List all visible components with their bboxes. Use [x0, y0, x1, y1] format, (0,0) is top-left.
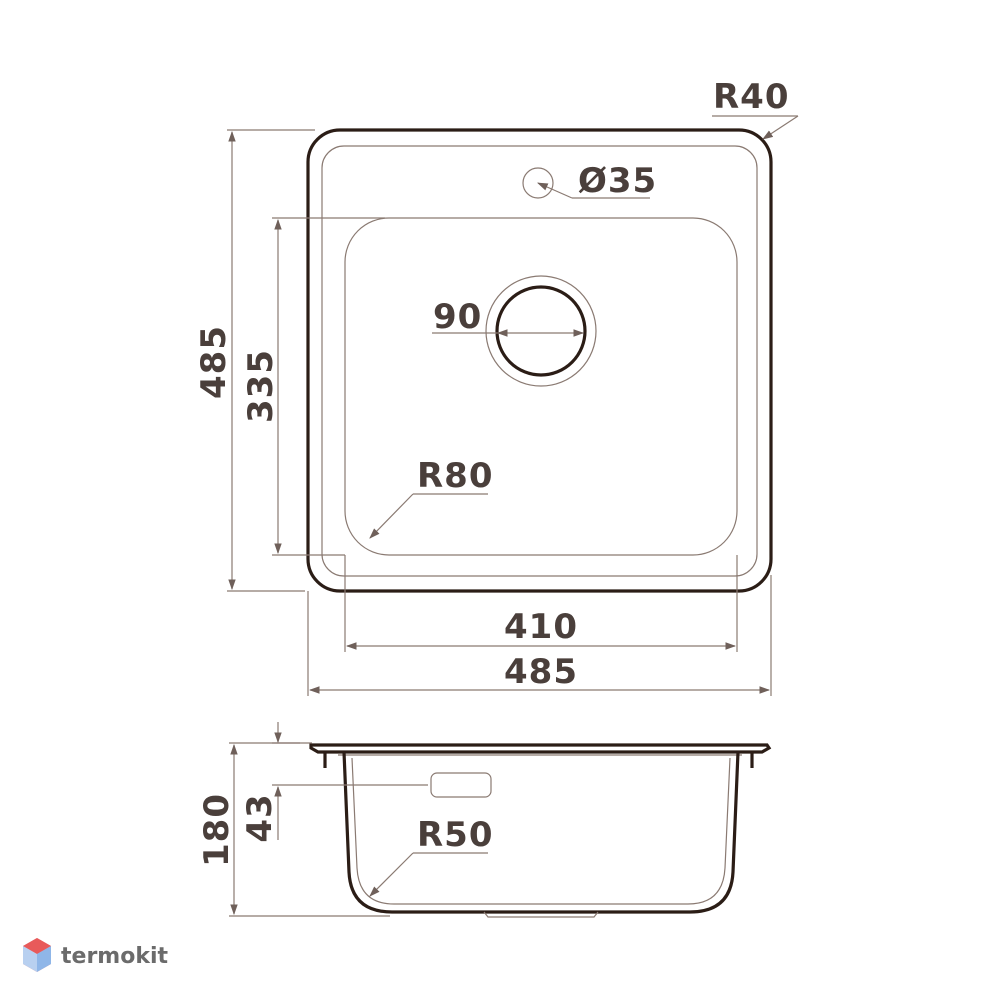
overflow-label: 43	[240, 793, 280, 842]
side-bowl-body	[342, 751, 740, 914]
termokit-logo-icon	[23, 938, 51, 972]
sink-bowl-outline	[344, 217, 738, 556]
sink-outer-rim	[306, 128, 773, 593]
bowl-radius-label: R80	[417, 456, 494, 496]
drain-hole	[495, 285, 587, 377]
bottom-radius-leader	[369, 852, 414, 897]
overall-width-label: 485	[504, 652, 578, 692]
overflow-slot	[430, 772, 492, 798]
tap-hole-label: Ø35	[578, 161, 657, 201]
side-view: 180 43 R50	[197, 722, 772, 918]
corner-radius-label: R40	[713, 77, 790, 117]
drain-outer-ring	[485, 275, 597, 387]
corner-radius-leader	[762, 115, 799, 140]
tap-hole	[522, 167, 554, 199]
bowl-width-label: 410	[504, 607, 578, 647]
bowl-height-label: 335	[241, 349, 281, 423]
termokit-watermark: termokit	[23, 938, 168, 972]
side-bowl-inner-line	[351, 757, 731, 905]
overall-height-label: 485	[194, 325, 234, 399]
termokit-brand-text: termokit	[61, 944, 168, 969]
depth-label: 180	[197, 793, 237, 867]
tap-hole-leader	[537, 182, 573, 199]
sink-inner-rim	[321, 145, 758, 577]
bowl-radius-leader	[369, 493, 414, 539]
side-rim-flange	[309, 743, 772, 754]
drain-label: 90	[433, 297, 482, 337]
side-drain-bottom	[483, 911, 599, 918]
bottom-radius-label: R50	[417, 815, 494, 855]
top-view: Ø35 90 R40 R80 485 335 410 485	[194, 77, 799, 696]
